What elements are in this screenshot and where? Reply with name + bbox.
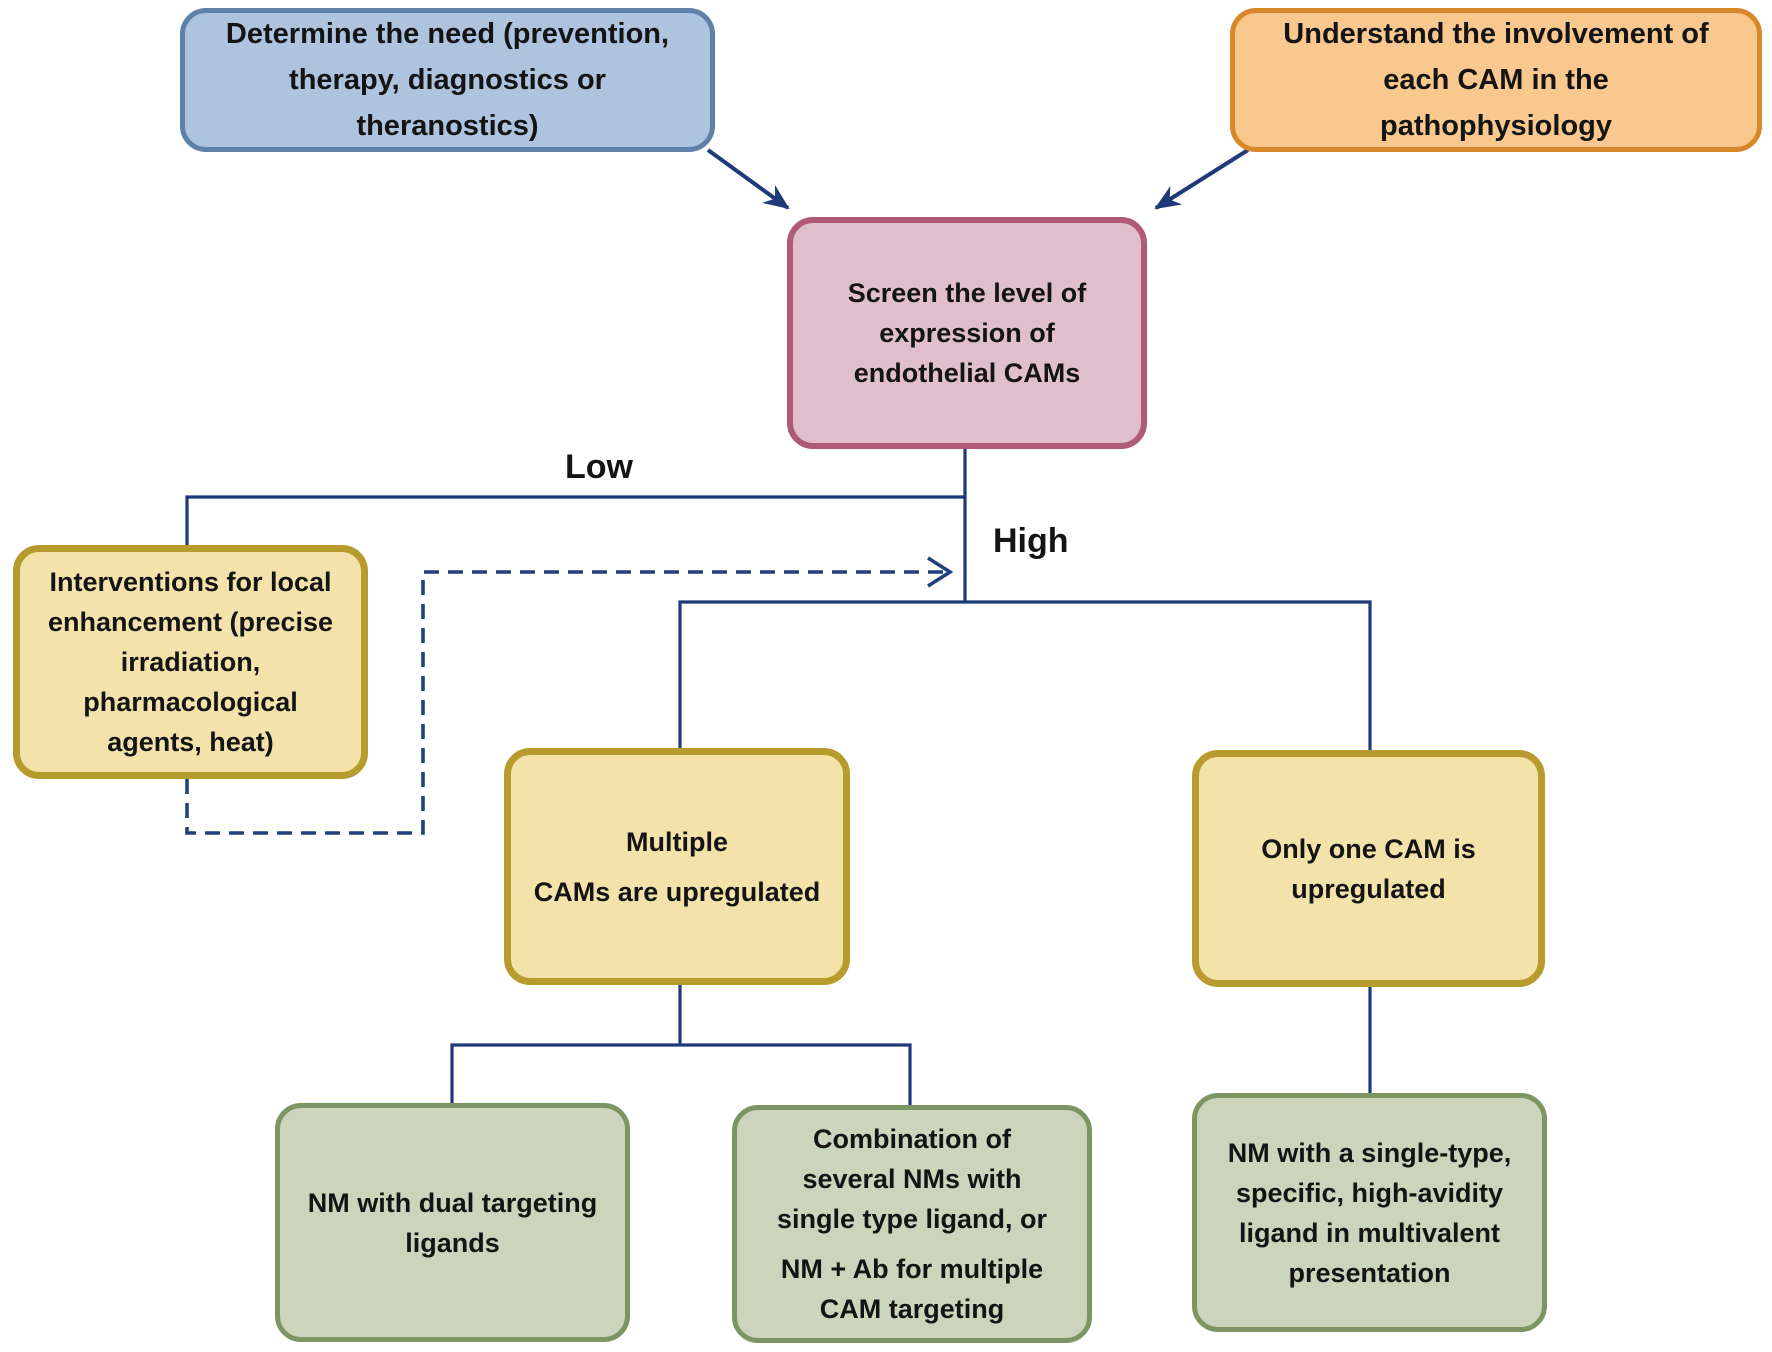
node-nm-single-type: NM with a single-type, specific, high-av… [1192,1093,1547,1332]
line-multiple-sub-branch [450,1043,912,1105]
line-low-branch [185,495,965,545]
node-text-line: pathophysiology [1380,110,1612,142]
node-screen-cams: Screen the level of expression of endoth… [787,217,1147,449]
node-text-line: irradiation, [120,647,261,677]
node-text-line: each CAM in the [1383,64,1609,96]
node-text-line: expression of [879,318,1055,348]
arrow-understand-to-screen [1154,148,1250,210]
node-understand-cam: Understand the involvement of each CAM i… [1230,8,1762,152]
dashed-arrowhead-icon [927,556,954,588]
node-text-line: upregulated [1291,873,1446,904]
node-determine-need: Determine the need (prevention, therapy,… [180,8,715,152]
node-text-line: NM + Ab for multiple [780,1254,1044,1284]
arrow-determine-to-screen [706,148,790,210]
node-text-line: pharmacological [83,687,298,717]
node-text-line: Screen the level of [847,278,1087,308]
line-high-branch [678,600,1372,750]
node-nm-combination: Combination of several NMs with single t… [732,1105,1092,1343]
node-interventions: Interventions for local enhancement (pre… [13,545,368,779]
node-text-line: single type ligand, or [776,1204,1048,1234]
node-text-line: agents, heat) [107,727,274,757]
node-nm-dual-ligands: NM with dual targeting ligands [275,1103,630,1342]
node-text-line: NM with a single-type, [1227,1137,1512,1168]
node-text-line: NM with dual targeting [307,1187,598,1218]
label-low: Low [565,448,633,486]
node-only-one-cam: Only one CAM is upregulated [1192,750,1545,987]
node-text-line: Combination of [813,1124,1011,1154]
node-text-line: Interventions for local [49,567,332,597]
node-text-line: ligand in multivalent [1238,1217,1501,1248]
node-text-line: endothelial CAMs [853,358,1081,388]
node-text-line: CAM targeting [819,1294,1005,1324]
node-text-line: Understand the involvement of [1283,18,1709,50]
node-text-line: ligands [405,1227,500,1258]
node-text-line: Determine the need (prevention, [225,18,670,50]
node-text-line: therapy, diagnostics or [289,64,606,96]
node-text-line: CAMs are upregulated [533,876,821,907]
node-text-line: several NMs with [802,1164,1022,1194]
node-text-line: Multiple [626,826,728,857]
node-text-line: enhancement (precise [47,607,334,637]
node-multiple-cams: Multiple CAMs are upregulated [504,748,850,985]
node-text-line: presentation [1288,1257,1451,1288]
node-text-line: Only one CAM is [1261,833,1476,864]
label-high: High [993,522,1069,560]
node-text-line: theranostics) [356,110,539,142]
node-text-line: specific, high-avidity [1235,1177,1504,1208]
